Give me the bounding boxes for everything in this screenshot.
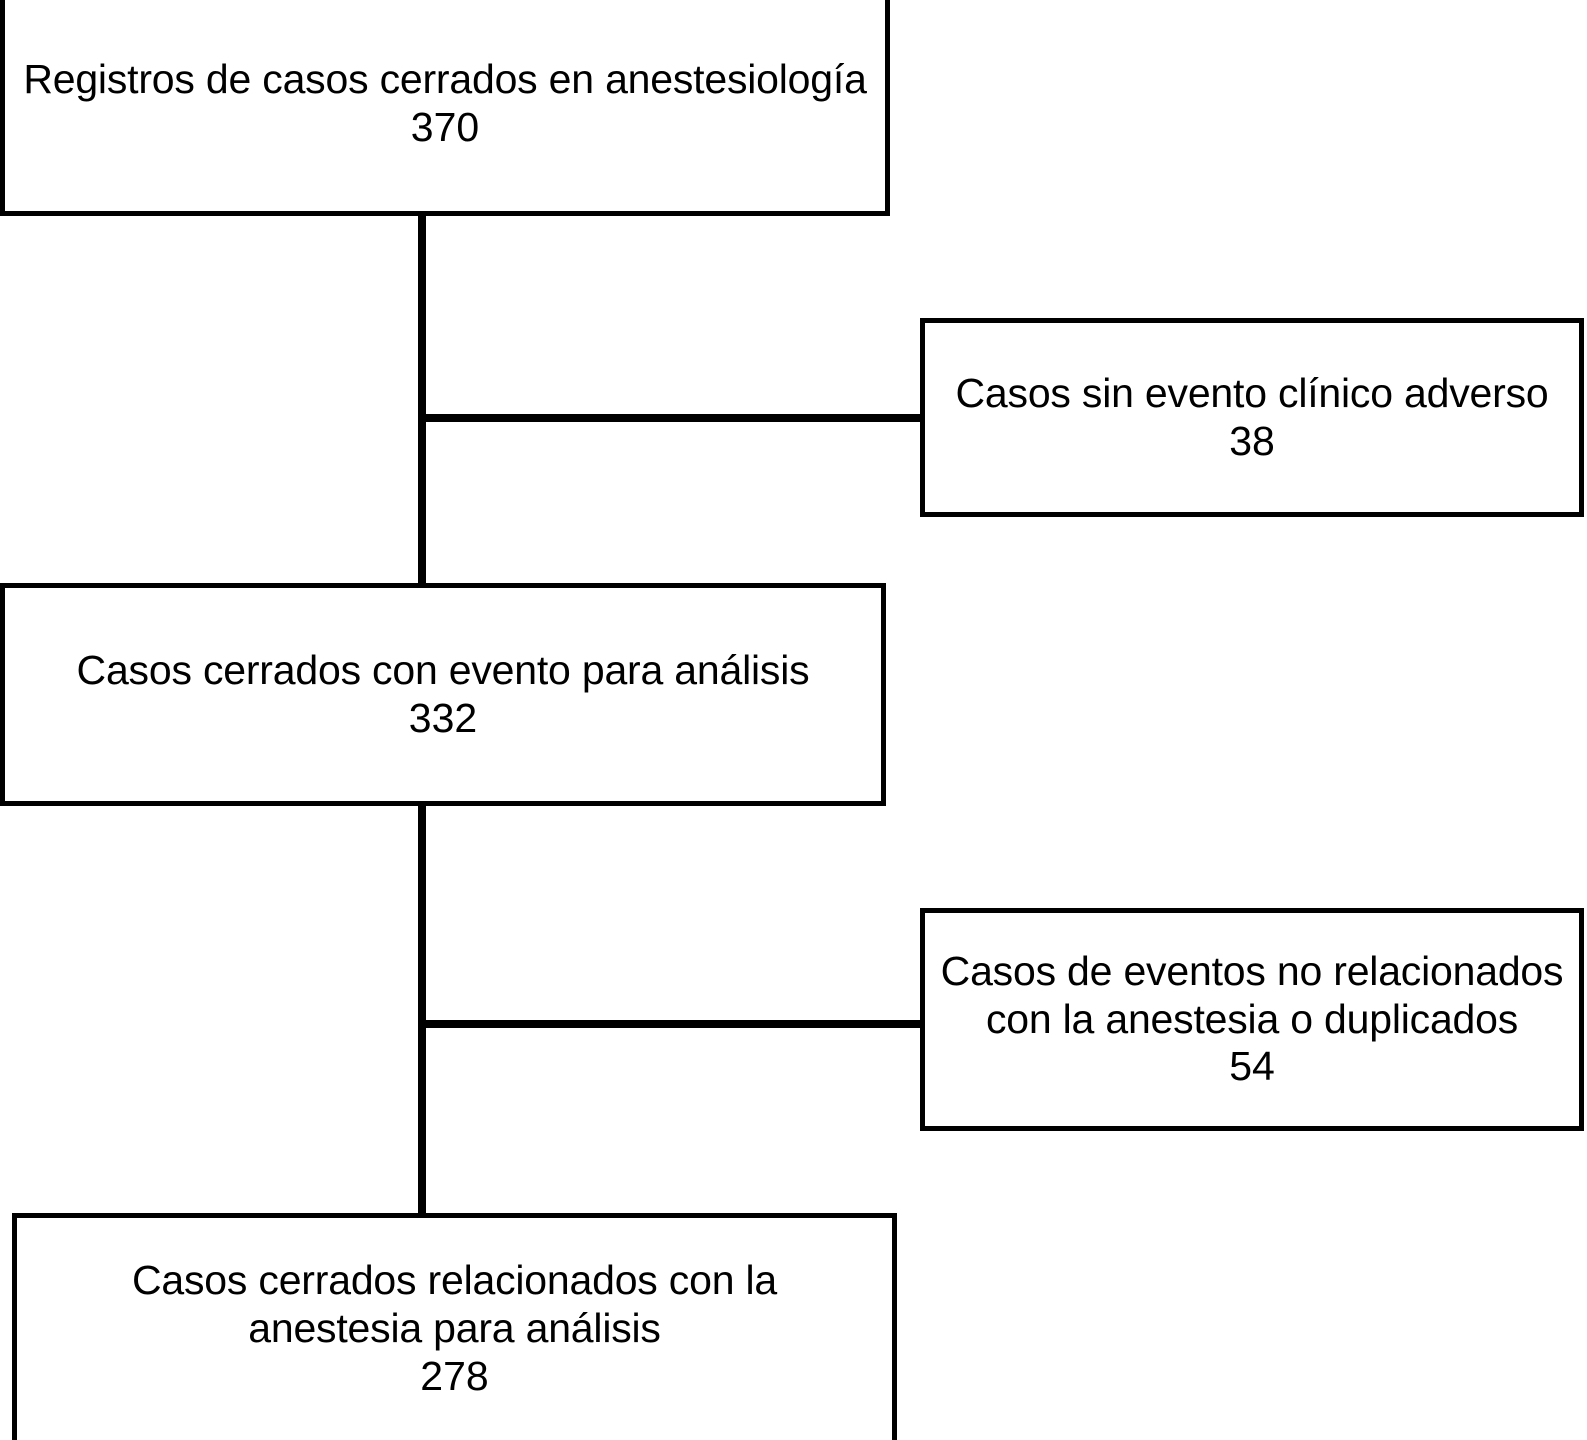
node-cases-with-event-count: 332 — [408, 694, 478, 741]
node-excluded-no-adverse-event-count: 38 — [1229, 417, 1275, 464]
node-final-anesthesia-related-label: Casos cerrados relacionados con la anest… — [132, 1257, 777, 1352]
connector-branch-to-excluded-2 — [418, 1020, 924, 1028]
node-source-records-label: Registros de casos cerrados en anestesio… — [23, 56, 867, 103]
node-excluded-unrelated-or-duplicate-count: 54 — [1229, 1043, 1275, 1090]
connector-mid-to-bottom — [418, 802, 426, 1217]
node-excluded-unrelated-or-duplicate: Casos de eventos no relacionados con la … — [920, 908, 1584, 1131]
node-cases-with-event-label: Casos cerrados con evento para análisis — [76, 646, 810, 693]
node-final-anesthesia-related-count: 278 — [420, 1352, 489, 1399]
node-cases-with-event: Casos cerrados con evento para análisis … — [0, 583, 886, 806]
node-source-records-count: 370 — [410, 104, 480, 150]
node-final-anesthesia-related: Casos cerrados relacionados con la anest… — [12, 1213, 897, 1440]
node-excluded-unrelated-or-duplicate-label: Casos de eventos no relacionados con la … — [940, 947, 1564, 1042]
node-excluded-no-adverse-event: Casos sin evento clínico adverso 38 — [920, 318, 1584, 517]
node-excluded-no-adverse-event-label: Casos sin evento clínico adverso — [955, 369, 1549, 416]
node-source-records: Registros de casos cerrados en anestesio… — [0, 0, 890, 216]
connector-top-to-mid — [418, 211, 426, 587]
connector-branch-to-excluded-1 — [418, 414, 924, 422]
